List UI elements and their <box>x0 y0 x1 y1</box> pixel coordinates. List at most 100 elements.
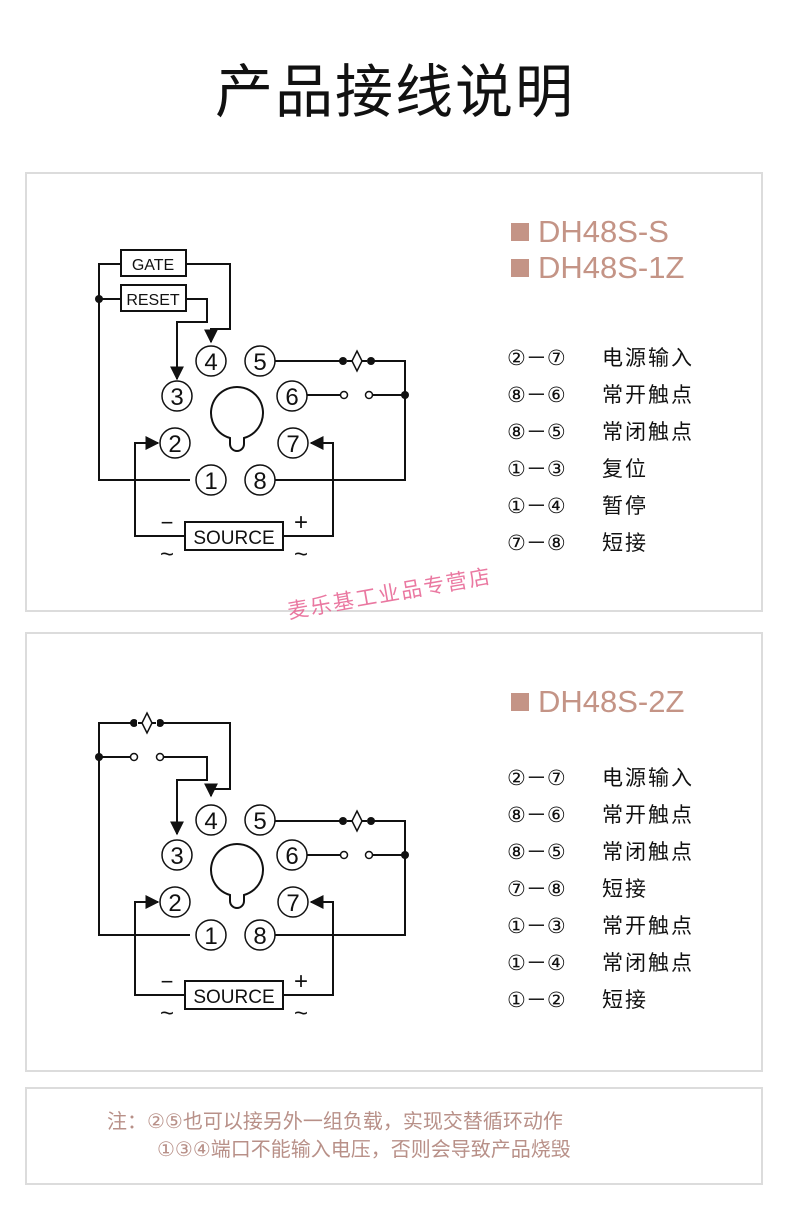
reset-box <box>120 284 187 312</box>
no-contact-open <box>364 390 374 400</box>
minus-symbol: − <box>161 969 174 994</box>
pin-4-label: 4 <box>204 349 217 376</box>
nc-contact-dot <box>367 357 375 365</box>
wiring-diagram-1: 4 5 3 6 2 7 1 8 GATE RESET SOURCE − + ~ … <box>95 249 409 568</box>
pin-5 <box>244 804 276 836</box>
source-label: SOURCE <box>193 528 274 549</box>
pin-2 <box>159 886 191 918</box>
ac-symbol-left: ~ <box>160 541 174 568</box>
bullet-square-icon <box>511 259 529 277</box>
pin-3 <box>161 839 193 871</box>
wire-nc-pin4 <box>160 722 231 798</box>
wiring-diagram-2: 4 5 3 6 2 7 1 8 SOURCE − + ~ ~ <box>95 711 409 1027</box>
pin-5-label: 5 <box>253 349 266 376</box>
note-line-1: 注：②⑤也可以接另外一组负载，实现交替循环动作 <box>107 1109 563 1133</box>
pin-3-label: 3 <box>170 843 183 870</box>
pin-6 <box>276 839 308 871</box>
bullet-square-icon <box>511 223 529 241</box>
pin-3 <box>161 380 193 412</box>
wire-source-pin7 <box>283 895 334 996</box>
pin-5 <box>244 345 276 377</box>
junction-dot <box>401 851 409 859</box>
pin-4-label: 4 <box>204 808 217 835</box>
source-label: SOURCE <box>193 987 274 1008</box>
pin-6 <box>276 380 308 412</box>
wire-reset-pin3 <box>170 298 208 381</box>
junction-dot <box>401 391 409 399</box>
pin-1-label: 1 <box>204 468 217 495</box>
nc-contact-dot <box>339 357 347 365</box>
wiring-panel-1s-1z: 4 5 3 6 2 7 1 8 GATE RESET SOURCE − + ~ … <box>25 172 763 612</box>
model-label: DH48S-S <box>511 214 669 250</box>
pin-7 <box>277 886 309 918</box>
pin-6-label: 6 <box>285 384 298 411</box>
pin-7 <box>277 427 309 459</box>
wire-source-pin7 <box>283 436 334 537</box>
nc-contact-dot <box>339 817 347 825</box>
nc-contact-diamond <box>351 349 363 373</box>
pin-7-label: 7 <box>286 890 299 917</box>
pin-8 <box>244 464 276 496</box>
gate-label: GATE <box>132 257 174 274</box>
pin-1 <box>195 919 227 951</box>
reset-label: RESET <box>126 292 180 309</box>
pin-8-label: 8 <box>253 468 266 495</box>
wiring-panel-2z: 4 5 3 6 2 7 1 8 SOURCE − + ~ ~ DH48S-2Z … <box>25 632 763 1072</box>
pin-2-label: 2 <box>168 890 181 917</box>
wire-source-pin2 <box>134 436 185 537</box>
page-title: 产品接线说明 <box>214 58 575 126</box>
pin-6-label: 6 <box>285 843 298 870</box>
wire-gate-pin1 <box>98 263 190 481</box>
note-line-2: ①③④端口不能输入电压，否则会导致产品烧毁 <box>157 1137 571 1161</box>
pin-5-label: 5 <box>253 808 266 835</box>
pin-1 <box>195 464 227 496</box>
ac-symbol-right: ~ <box>294 541 308 568</box>
pin-7-label: 7 <box>286 431 299 458</box>
plus-symbol: + <box>294 968 308 995</box>
nc-contact-dot <box>367 817 375 825</box>
no-contact-open <box>339 390 349 400</box>
pin-2-label: 2 <box>168 431 181 458</box>
socket-key <box>210 385 264 452</box>
wire-nc-right <box>275 360 406 481</box>
socket-key <box>210 842 264 909</box>
wire-no-pin3 <box>163 756 208 836</box>
no-contact-open <box>339 850 349 860</box>
plus-symbol: + <box>294 509 308 536</box>
no-contact-open <box>129 752 139 762</box>
pin-3-label: 3 <box>170 384 183 411</box>
model-label: DH48S-2Z <box>511 684 684 720</box>
pin-1-label: 1 <box>204 923 217 950</box>
source-box <box>184 521 284 551</box>
wire-nc-right <box>275 820 406 936</box>
model-label: DH48S-1Z <box>511 250 684 286</box>
pin-4 <box>195 804 227 836</box>
notes-panel: 注：②⑤也可以接另外一组负载，实现交替循环动作 ①③④端口不能输入电压，否则会导… <box>25 1087 763 1185</box>
pin-8 <box>244 919 276 951</box>
nc-contact-diamond <box>141 711 153 735</box>
notes-text: 注：②⑤也可以接另外一组负载，实现交替循环动作 ①③④端口不能输入电压，否则会导… <box>107 1107 571 1163</box>
nc-contact-diamond <box>351 809 363 833</box>
nc-contact-dot <box>156 719 164 727</box>
junction-dot <box>95 295 103 303</box>
bullet-square-icon <box>511 693 529 711</box>
no-contact-open <box>364 850 374 860</box>
ac-symbol-left: ~ <box>160 1000 174 1027</box>
source-box <box>184 980 284 1010</box>
wire-gate-pin4 <box>186 263 231 344</box>
minus-symbol: − <box>161 510 174 535</box>
ac-symbol-right: ~ <box>294 1000 308 1027</box>
pin-8-label: 8 <box>253 923 266 950</box>
wire-source-pin2 <box>134 895 185 996</box>
